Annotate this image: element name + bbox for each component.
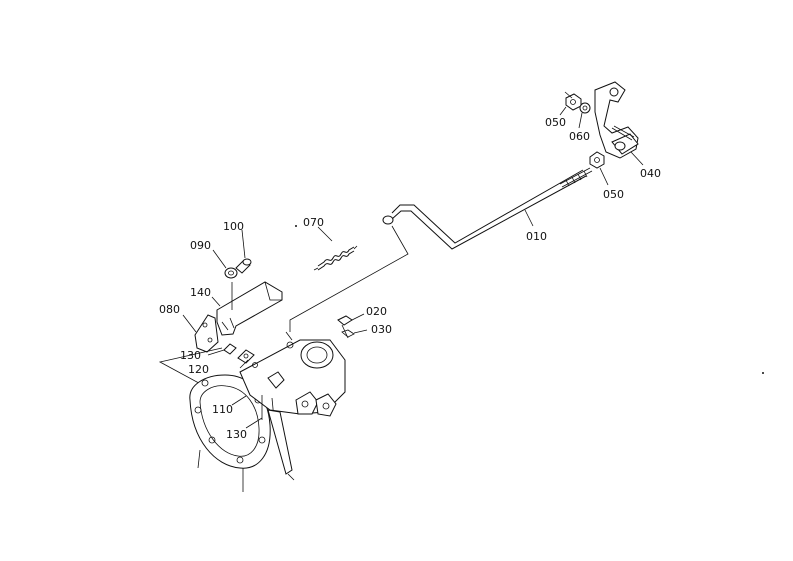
label-100: 100 <box>223 220 244 233</box>
rod-010 <box>382 167 593 250</box>
label-020: 020 <box>366 305 387 318</box>
label-090: 090 <box>190 239 211 252</box>
bolt-130-upper <box>207 343 237 356</box>
label-110: 110 <box>212 403 233 416</box>
label-130-upper: 130 <box>180 349 201 362</box>
link-line <box>289 225 409 332</box>
plate-080 <box>182 314 219 353</box>
bracket-140 <box>211 281 283 336</box>
label-010: 010 <box>526 230 547 243</box>
nut-050-upper <box>559 91 582 116</box>
label-140: 140 <box>190 286 211 299</box>
label-130-lower: 130 <box>226 428 247 441</box>
bolt-120 <box>237 349 255 369</box>
label-120: 120 <box>188 363 209 376</box>
leader-130-lower <box>245 417 263 429</box>
label-080: 080 <box>159 303 180 316</box>
label-040: 040 <box>640 167 661 180</box>
label-050-lower: 050 <box>603 188 624 201</box>
bolt-100 <box>235 229 252 274</box>
dot-mark <box>295 225 297 227</box>
nut-030 <box>341 329 368 338</box>
nut-050-lower <box>589 151 609 186</box>
washer-060 <box>578 102 591 129</box>
label-050-upper: 050 <box>545 116 566 129</box>
leader-housing <box>158 347 223 389</box>
dot-mark <box>762 372 764 374</box>
spring-070 <box>313 226 358 271</box>
label-070: 070 <box>303 216 324 229</box>
pump-housing <box>189 331 346 492</box>
bolt-020 <box>337 313 365 339</box>
label-060: 060 <box>569 130 590 143</box>
washer-090 <box>212 249 238 279</box>
leader-110 <box>231 395 247 406</box>
label-030: 030 <box>371 323 392 336</box>
lever-040 <box>594 81 644 166</box>
